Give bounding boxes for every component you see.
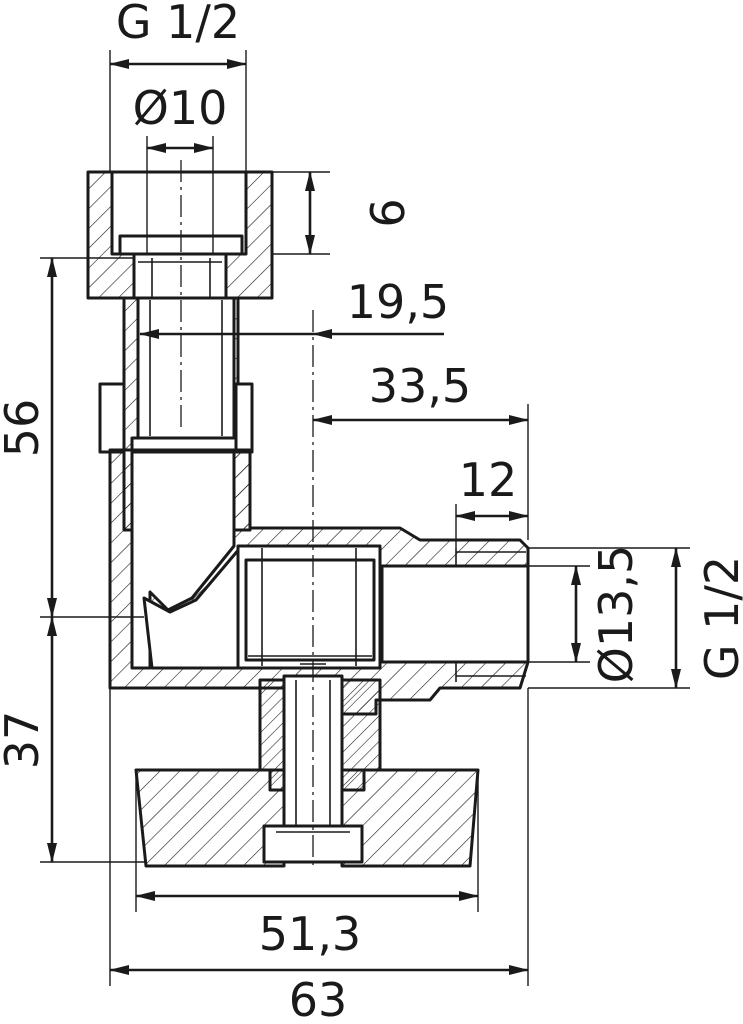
dim-total-width: 63 bbox=[289, 973, 348, 1024]
dim-outlet-thread: G 1/2 bbox=[695, 556, 743, 680]
dim-nut-height: 9 bbox=[359, 198, 413, 227]
handle bbox=[134, 768, 286, 868]
center-lines bbox=[180, 160, 314, 870]
dim-outlet-bore: Ø13,5 bbox=[589, 545, 643, 684]
dim-axis-offset: 19,5 bbox=[347, 275, 449, 329]
dim-upper-height: 56 bbox=[0, 399, 49, 458]
dim-top-thread: G 1/2 bbox=[116, 0, 240, 49]
outlet bbox=[380, 564, 530, 664]
dim-top-bore: Ø10 bbox=[133, 81, 228, 135]
dimension-lines bbox=[40, 50, 690, 986]
valve-body bbox=[86, 170, 530, 868]
dim-handle-width: 51,3 bbox=[259, 907, 361, 961]
dim-outlet-thread-length: 12 bbox=[459, 453, 518, 507]
dim-lower-height: 37 bbox=[0, 711, 49, 770]
dim-outlet-length: 33,5 bbox=[369, 359, 471, 413]
